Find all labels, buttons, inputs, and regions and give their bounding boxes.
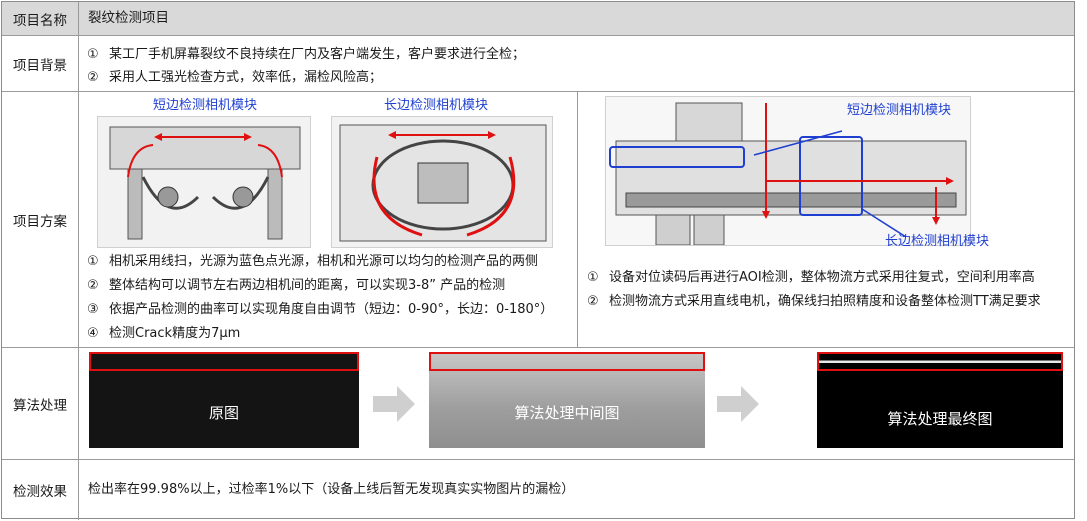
left-plan-item-1-text: 相机采用线扫，光源为蓝色点光源，相机和光源可以均匀的检测产品的两侧 bbox=[109, 254, 539, 269]
project-name-cell: 裂纹检测项目 bbox=[79, 2, 1074, 35]
left-plan-item-1: ① 相机采用线扫，光源为蓝色点光源，相机和光源可以均匀的检测产品的两侧 bbox=[87, 250, 538, 269]
project-background-row: 项目背景 ① 某工厂手机屏幕裂纹不良持续在厂内及客户端发生，客户要求进行全检； ②… bbox=[2, 36, 1074, 92]
machine-layout-drawing bbox=[609, 102, 967, 245]
original-image-roi bbox=[89, 352, 359, 371]
left-long-edge-caption: 长边检测相机模块 bbox=[384, 98, 489, 113]
left-plan-item-2-num: ② bbox=[87, 278, 99, 293]
project-background-label: 项目背景 bbox=[2, 36, 79, 91]
project-name-value: 裂纹检测项目 bbox=[88, 10, 169, 26]
original-image-caption: 原图 bbox=[208, 404, 239, 422]
final-image-roi bbox=[817, 352, 1063, 371]
intermediate-image: 算法处理中间图 bbox=[429, 352, 705, 448]
background-item-1-text: 某工厂手机屏幕裂纹不良持续在厂内及客户端发生，客户要求进行全检； bbox=[109, 47, 526, 62]
left-plan-item-3: ③ 依据产品检测的曲率可以实现角度自由调节（短边：0-90°，长边：0-180°） bbox=[87, 298, 553, 317]
right-plan-item-2-text: 检测物流方式采用直线电机，确保线扫拍照精度和设备整体检测TT满足要求 bbox=[609, 294, 1041, 309]
background-item-2-text: 采用人工强光检查方式，效率低，漏检风险高； bbox=[109, 70, 383, 85]
right-plan-item-1-num: ① bbox=[587, 270, 599, 285]
detection-result-label: 检测效果 bbox=[2, 460, 79, 520]
final-image-caption: 算法处理最终图 bbox=[887, 410, 993, 428]
left-plan-item-3-num: ③ bbox=[87, 302, 99, 317]
algorithm-row: 算法处理 原图 算法处理中间图 算法处理最终图 bbox=[2, 348, 1074, 460]
detection-result-cell: 检出率在99.98%以上，过检率1%以下（设备上线后暂无发现真实实物图片的漏检） bbox=[79, 460, 1074, 520]
left-plan-item-1-num: ① bbox=[87, 254, 99, 269]
right-plan-item-1: ① 设备对位读码后再进行AOI检测，整体物流方式采用往复式，空间利用率高 bbox=[587, 266, 1035, 285]
final-image: 算法处理最终图 bbox=[817, 352, 1063, 448]
left-plan-item-2: ② 整体结构可以调节左右两边相机间的距离，可以实现3-8” 产品的检测 bbox=[87, 274, 505, 293]
intermediate-image-roi bbox=[429, 352, 705, 371]
left-plan-item-2-text: 整体结构可以调节左右两边相机间的距离，可以实现3-8” 产品的检测 bbox=[109, 278, 506, 293]
plan-divider bbox=[577, 92, 578, 347]
project-name-label: 项目名称 bbox=[2, 2, 79, 35]
right-short-edge-caption: 短边检测相机模块 bbox=[847, 103, 952, 118]
project-background-cell: ① 某工厂手机屏幕裂纹不良持续在厂内及客户端发生，客户要求进行全检； ② 采用人工强… bbox=[79, 36, 1074, 91]
left-plan-item-4-num: ④ bbox=[87, 326, 99, 341]
right-plan-item-1-text: 设备对位读码后再进行AOI检测，整体物流方式采用往复式，空间利用率高 bbox=[609, 270, 1035, 285]
left-short-edge-caption: 短边检测相机模块 bbox=[153, 98, 258, 113]
long-edge-camera-drawing bbox=[339, 124, 547, 242]
original-image: 原图 bbox=[89, 352, 359, 448]
project-plan-label: 项目方案 bbox=[2, 92, 79, 347]
arrow-right-icon bbox=[373, 386, 415, 422]
machine-layout-diagram bbox=[605, 96, 971, 246]
background-item-2-num: ② bbox=[87, 70, 99, 85]
long-edge-camera-diagram bbox=[331, 116, 553, 248]
arrow-right-icon bbox=[717, 386, 759, 422]
detection-result-row: 检测效果 检出率在99.98%以上，过检率1%以下（设备上线后暂无发现真实实物图… bbox=[2, 460, 1074, 520]
background-item-1-num: ① bbox=[87, 47, 99, 62]
left-plan-item-3-text: 依据产品检测的曲率可以实现角度自由调节（短边：0-90°，长边：0-180°） bbox=[109, 302, 554, 317]
algorithm-cell: 原图 算法处理中间图 算法处理最终图 bbox=[79, 348, 1074, 459]
short-edge-camera-diagram bbox=[97, 116, 311, 248]
project-plan-cell: 短边检测相机模块 长边检测相机模块 bbox=[79, 92, 1074, 347]
left-plan-item-4-text: 检测Crack精度为7μm bbox=[109, 326, 241, 341]
right-plan-item-2: ② 检测物流方式采用直线电机，确保线扫拍照精度和设备整体检测TT满足要求 bbox=[587, 290, 1041, 309]
short-edge-camera-drawing bbox=[109, 126, 301, 240]
intermediate-image-caption: 算法处理中间图 bbox=[514, 404, 620, 422]
project-plan-row: 项目方案 短边检测相机模块 长边检测相机模块 bbox=[2, 92, 1074, 348]
algorithm-label: 算法处理 bbox=[2, 348, 79, 459]
background-item-2: ② 采用人工强光检查方式，效率低，漏检风险高； bbox=[87, 66, 382, 85]
right-long-edge-caption: 长边检测相机模块 bbox=[885, 234, 990, 249]
detection-result-text: 检出率在99.98%以上，过检率1%以下（设备上线后暂无发现真实实物图片的漏检） bbox=[88, 482, 575, 497]
right-plan-item-2-num: ② bbox=[587, 294, 599, 309]
left-plan-item-4: ④ 检测Crack精度为7μm bbox=[87, 322, 240, 341]
project-name-row: 项目名称 裂纹检测项目 bbox=[2, 2, 1074, 36]
background-item-1: ① 某工厂手机屏幕裂纹不良持续在厂内及客户端发生，客户要求进行全检； bbox=[87, 43, 525, 62]
